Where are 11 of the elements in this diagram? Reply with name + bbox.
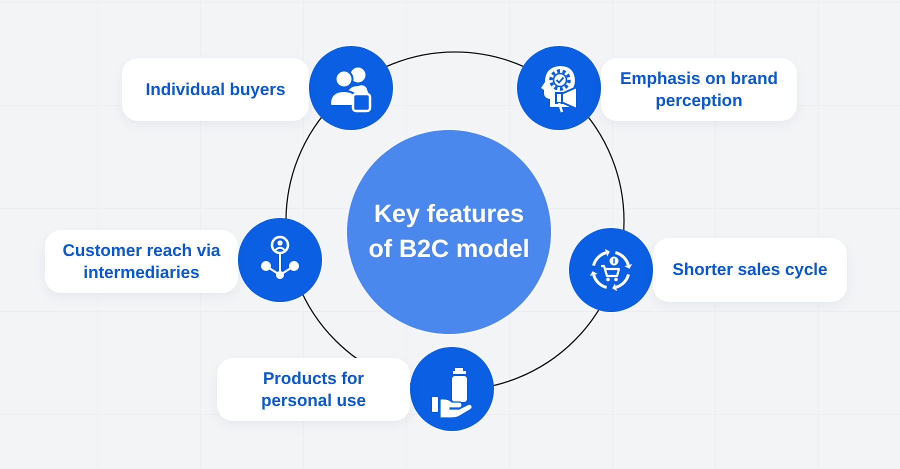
feature-card (217, 358, 410, 421)
feature-label: Individual buyers (146, 78, 286, 100)
feature-card (122, 58, 309, 121)
feature-label: Customer reach via intermediaries (62, 240, 222, 284)
feature-label: Emphasis on brand perception (619, 68, 779, 112)
feature-label: Products for personal use (260, 368, 367, 412)
hub-title: Key features of B2C model (367, 199, 531, 265)
feature-card (653, 238, 847, 302)
feature-label: Shorter sales cycle (672, 259, 828, 281)
feature-card (45, 230, 238, 293)
feature-card (601, 58, 797, 121)
